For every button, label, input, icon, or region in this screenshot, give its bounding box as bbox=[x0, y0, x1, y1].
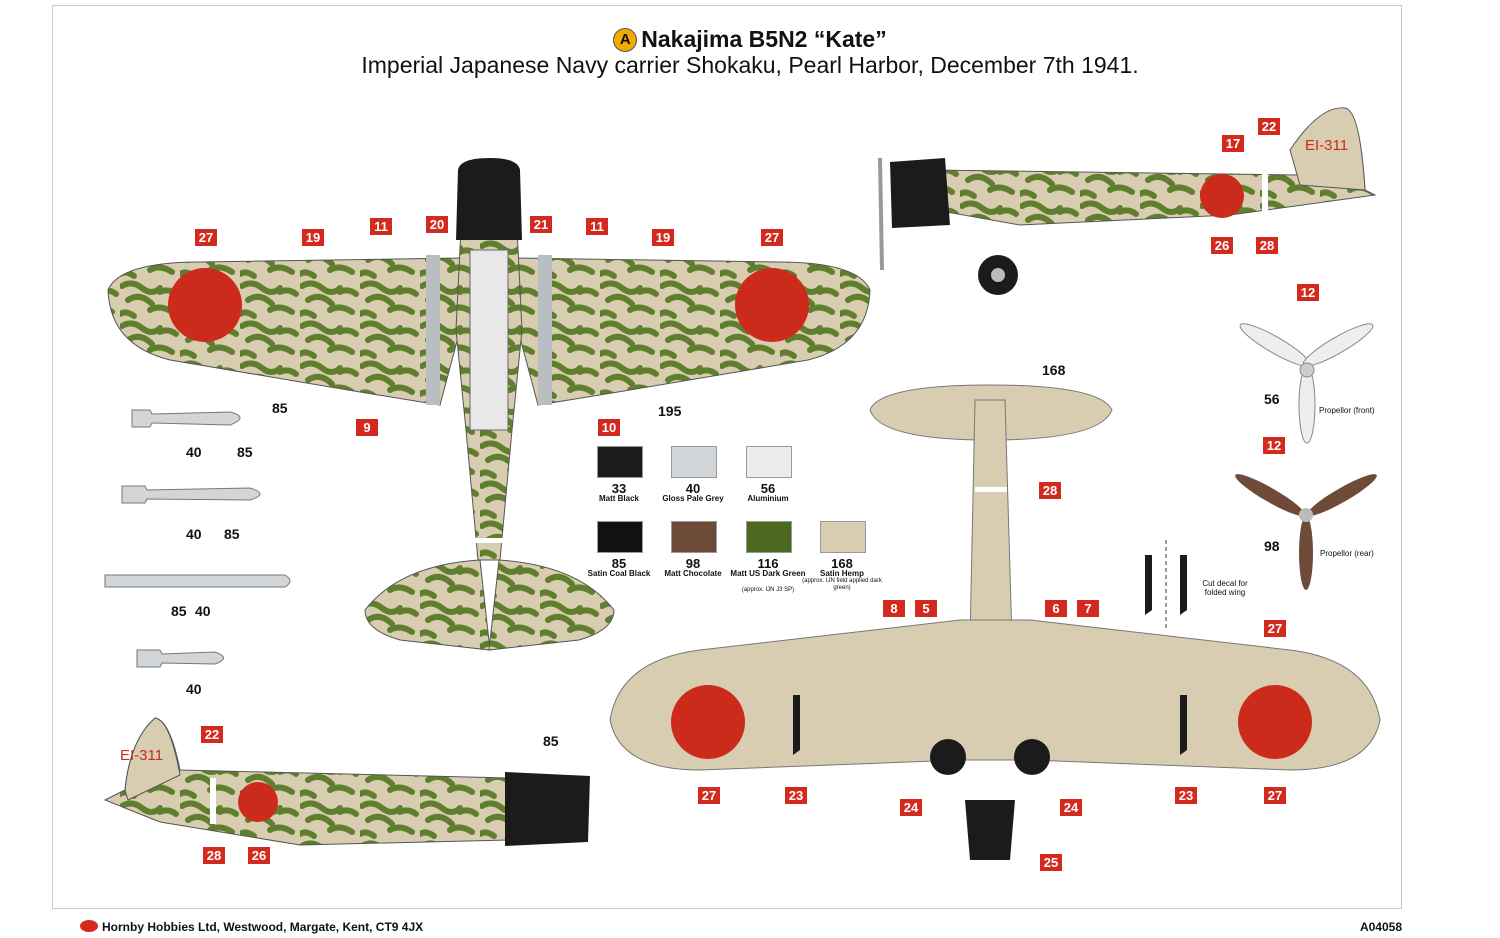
callout-10: 10 bbox=[598, 419, 620, 436]
callout-28: 28 bbox=[1039, 482, 1061, 499]
swatch-label: Satin Coal Black bbox=[587, 569, 651, 578]
paint-ref-40: 40 bbox=[186, 526, 202, 542]
swatch-number: 56 bbox=[760, 481, 776, 496]
side-view-left bbox=[103, 717, 590, 846]
callout-27: 27 bbox=[698, 787, 720, 804]
swatch-56 bbox=[746, 446, 792, 478]
callout-11: 11 bbox=[586, 218, 608, 235]
underside-view bbox=[609, 384, 1381, 860]
swatch-98 bbox=[671, 521, 717, 553]
paint-ref-56: 56 bbox=[1264, 391, 1280, 407]
callout-11: 11 bbox=[370, 218, 392, 235]
swatch-168 bbox=[820, 521, 866, 553]
paint-ref-85: 85 bbox=[171, 603, 187, 619]
swatch-number: 40 bbox=[685, 481, 701, 496]
callout-28: 28 bbox=[203, 847, 225, 864]
swatch-116 bbox=[746, 521, 792, 553]
paint-ref-85: 85 bbox=[272, 400, 288, 416]
callout-6: 6 bbox=[1045, 600, 1067, 617]
swatch-note: (approx. IJN field applied dark green) bbox=[802, 578, 882, 591]
swatch-number: 98 bbox=[685, 556, 701, 571]
scheme-badge: A bbox=[613, 28, 638, 52]
propeller-front-label: Propellor (front) bbox=[1319, 406, 1375, 415]
callout-19: 19 bbox=[302, 229, 324, 246]
swatch-33 bbox=[597, 446, 643, 478]
callout-26: 26 bbox=[1211, 237, 1233, 254]
callout-17: 17 bbox=[1222, 135, 1244, 152]
top-view bbox=[107, 158, 871, 651]
swatch-40 bbox=[671, 446, 717, 478]
bomb-options bbox=[104, 409, 291, 668]
callout-23: 23 bbox=[785, 787, 807, 804]
paint-ref-40: 40 bbox=[186, 681, 202, 697]
callout-7: 7 bbox=[1077, 600, 1099, 617]
swatch-85 bbox=[597, 521, 643, 553]
swatch-label: Satin Hemp bbox=[819, 569, 864, 578]
callout-9: 9 bbox=[356, 419, 378, 436]
tail-code-right: EI-311 bbox=[1305, 137, 1349, 154]
side-view-right bbox=[878, 107, 1377, 295]
callout-22: 22 bbox=[1258, 118, 1280, 135]
callout-27: 27 bbox=[1264, 620, 1286, 637]
aircraft-name: Nakajima B5N2 “Kate” bbox=[641, 26, 887, 52]
swatch-label: Gloss Pale Grey bbox=[662, 494, 724, 503]
callout-27: 27 bbox=[761, 229, 783, 246]
swatch-note: (approx. IJN J3 SP) bbox=[741, 587, 795, 593]
swatch-number: 85 bbox=[611, 556, 627, 571]
airfix-logo bbox=[80, 920, 98, 932]
callout-24: 24 bbox=[1060, 799, 1082, 816]
paint-ref-98: 98 bbox=[1264, 538, 1280, 554]
swatch-label: Aluminium bbox=[747, 494, 789, 503]
company-address: Hornby Hobbies Ltd, Westwood, Margate, K… bbox=[102, 920, 424, 934]
callout-21: 21 bbox=[530, 216, 552, 233]
paint-ref-85: 85 bbox=[543, 733, 559, 749]
tail-code-left: EI-311 bbox=[120, 747, 164, 764]
callout-20: 20 bbox=[426, 216, 448, 233]
callout-24: 24 bbox=[900, 799, 922, 816]
callout-25: 25 bbox=[1040, 854, 1062, 871]
paint-ref-168: 168 bbox=[1042, 362, 1066, 378]
swatch-number: 116 bbox=[757, 556, 779, 571]
callout-19: 19 bbox=[652, 229, 674, 246]
swatch-number: 33 bbox=[611, 481, 627, 496]
paint-ref-40: 40 bbox=[186, 444, 202, 460]
kit-code: A04058 bbox=[1359, 920, 1402, 934]
callout-27: 27 bbox=[1264, 787, 1286, 804]
page-subtitle: Imperial Japanese Navy carrier Shokaku, … bbox=[361, 52, 1139, 78]
paint-ref-85: 85 bbox=[224, 526, 240, 542]
callout-23: 23 bbox=[1175, 787, 1197, 804]
propeller-rear-label: Propellor (rear) bbox=[1320, 549, 1374, 558]
swatch-label: Matt US Dark Green bbox=[730, 569, 806, 578]
callout-12: 12 bbox=[1263, 437, 1285, 454]
propeller-rear bbox=[1235, 474, 1377, 590]
callout-12: 12 bbox=[1297, 284, 1319, 301]
callout-27: 27 bbox=[195, 229, 217, 246]
paint-ref-85: 85 bbox=[237, 444, 253, 460]
swatch-label: Matt Chocolate bbox=[664, 569, 722, 578]
callout-8: 8 bbox=[883, 600, 905, 617]
callout-22: 22 bbox=[201, 726, 223, 743]
swatch-label: Matt Black bbox=[598, 494, 639, 503]
paint-ref-195: 195 bbox=[658, 403, 682, 419]
callout-26: 26 bbox=[248, 847, 270, 864]
swatch-number: 168 bbox=[831, 556, 853, 571]
propeller-front bbox=[1239, 323, 1374, 444]
callout-5: 5 bbox=[915, 600, 937, 617]
paint-ref-40: 40 bbox=[195, 603, 211, 619]
callout-28: 28 bbox=[1256, 237, 1278, 254]
cut-decal-marker bbox=[1145, 540, 1187, 630]
sheet-frame bbox=[52, 5, 1402, 909]
cut-decal-note: Cut decal for folded wing bbox=[1202, 579, 1248, 597]
